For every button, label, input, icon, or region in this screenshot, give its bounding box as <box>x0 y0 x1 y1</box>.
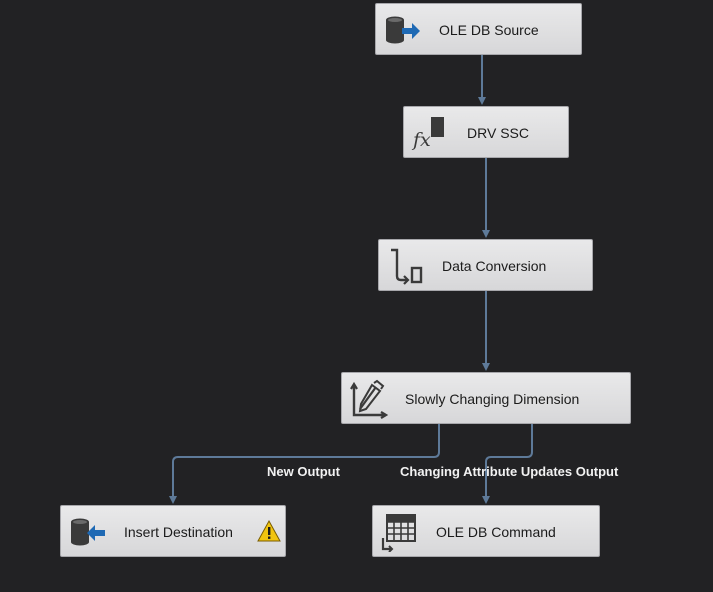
database-source-icon <box>382 10 422 50</box>
warning-icon[interactable] <box>257 519 281 543</box>
drv-ssc-label: DRV SSC <box>467 125 529 141</box>
slowly-changing-dimension-label: Slowly Changing Dimension <box>405 391 580 407</box>
svg-text:fx: fx <box>411 129 431 151</box>
path-label-new-output[interactable]: New Output <box>267 464 340 479</box>
ole-db-source-label: OLE DB Source <box>439 22 539 38</box>
insert-destination-node[interactable]: Insert Destination <box>60 505 286 557</box>
ole-db-command-node[interactable]: OLE DB Command <box>372 505 600 557</box>
connector-changing-attribute-updates[interactable] <box>482 424 533 504</box>
database-destination-icon <box>67 512 107 552</box>
drv-ssc-node[interactable]: fx DRV SSC <box>403 106 569 158</box>
insert-destination-label: Insert Destination <box>124 524 233 540</box>
slowly-changing-dimension-icon <box>348 379 388 419</box>
connector-new-output[interactable] <box>169 424 440 504</box>
ole-db-command-icon <box>379 512 419 552</box>
path-label-changing-attribute-updates-output[interactable]: Changing Attribute Updates Output <box>400 464 619 479</box>
derived-column-fx-icon: fx <box>410 113 450 153</box>
ole-db-command-label: OLE DB Command <box>436 524 556 540</box>
data-conversion-label: Data Conversion <box>442 258 547 274</box>
data-conversion-node[interactable]: Data Conversion <box>378 239 593 291</box>
ole-db-source-node[interactable]: OLE DB Source <box>375 3 582 55</box>
data-conversion-icon <box>385 246 425 286</box>
slowly-changing-dimension-node[interactable]: Slowly Changing Dimension <box>341 372 631 424</box>
